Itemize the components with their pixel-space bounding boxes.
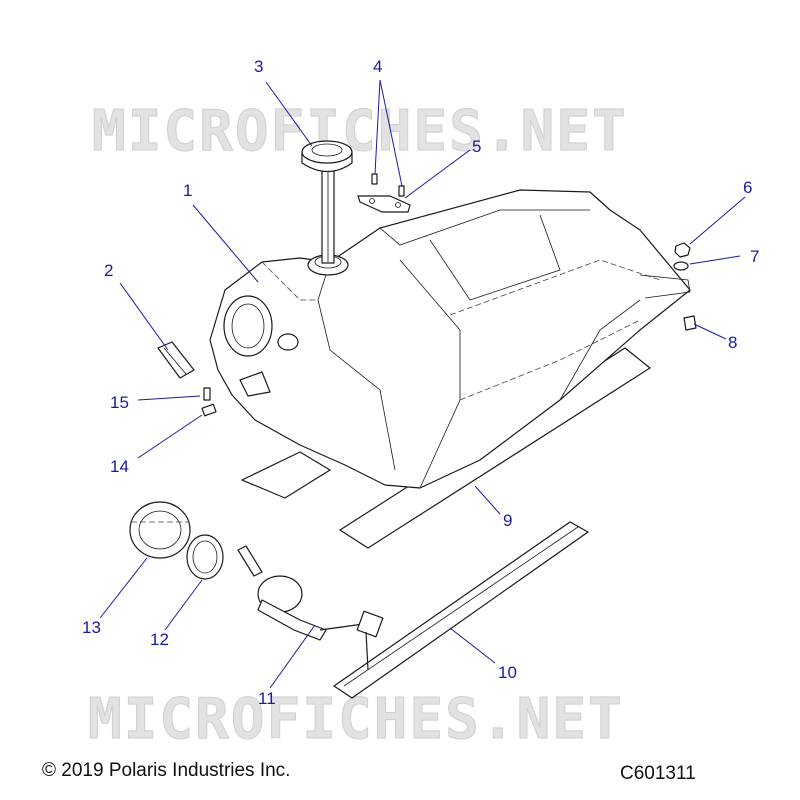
part-14-clip [201, 403, 217, 417]
part-10-strap [332, 521, 590, 699]
part-1-fuel-tank [209, 189, 691, 489]
callout-6: 6 [743, 178, 752, 197]
figure-code: C601311 [620, 763, 696, 784]
part-7-washer [673, 261, 689, 271]
part-15-bolt [203, 387, 211, 401]
part-11-fuel-pump [237, 545, 384, 671]
watermark-bottom: MICROFICHES.NET [88, 687, 624, 752]
part-13-lock-ring [129, 501, 191, 559]
callout-2: 2 [104, 261, 113, 280]
callout-7: 7 [750, 247, 759, 266]
callout-14: 14 [110, 457, 129, 476]
callout-10: 10 [498, 663, 517, 682]
leader-lines [99, 79, 746, 689]
part-4-bolts [371, 173, 405, 197]
callout-15: 15 [110, 393, 129, 412]
callout-1: 1 [183, 181, 192, 200]
callout-9: 9 [503, 511, 512, 530]
part-8-tab [683, 315, 697, 331]
callout-12: 12 [150, 630, 169, 649]
part-2-gasket [157, 341, 195, 379]
callout-11: 11 [258, 689, 276, 708]
callout-3: 3 [254, 57, 263, 76]
part-3-fuel-cap [301, 140, 353, 264]
part-6-nut [674, 242, 691, 258]
callouts: 1 2 3 4 5 6 7 8 9 10 11 12 13 14 15 [82, 57, 759, 708]
watermark-top: MICROFICHES.NET [92, 99, 628, 164]
callout-13: 13 [82, 618, 101, 637]
part-5-bracket [357, 195, 411, 213]
callout-4: 4 [373, 57, 382, 76]
part-12-seal [186, 534, 224, 580]
callout-8: 8 [728, 333, 737, 352]
copyright-text: © 2019 Polaris Industries Inc. [42, 760, 291, 781]
callout-5: 5 [472, 137, 481, 156]
